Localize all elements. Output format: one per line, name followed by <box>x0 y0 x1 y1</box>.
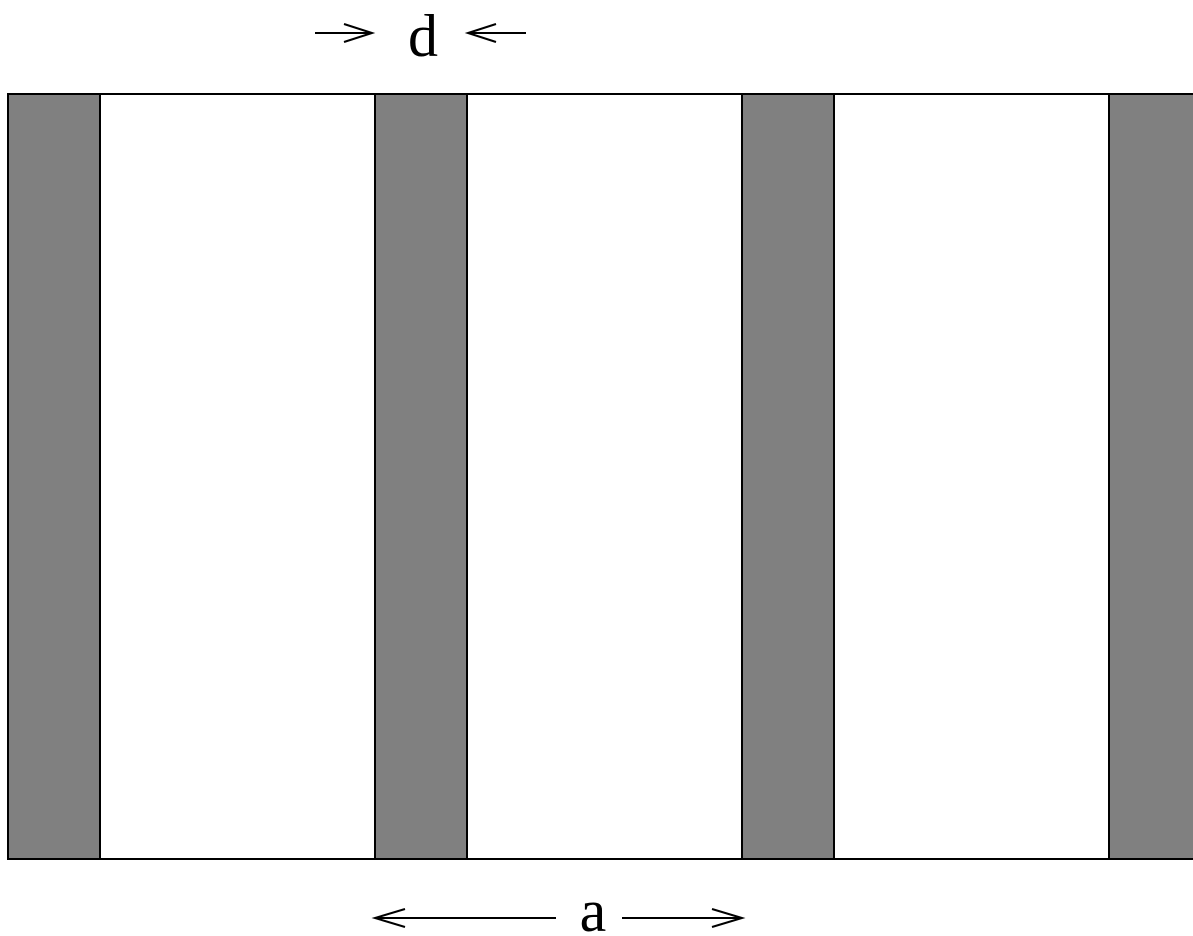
period-marker: a <box>371 878 746 936</box>
width-arrow-left-head <box>464 23 497 43</box>
strip-group <box>7 93 1193 860</box>
frame <box>7 93 1193 860</box>
strip-2 <box>374 93 468 860</box>
period-arrow-left-head <box>371 908 406 928</box>
strip-4 <box>1108 93 1193 860</box>
width-label: d <box>408 3 438 69</box>
width-arrow-right-head <box>343 23 376 43</box>
period-label: a <box>580 878 607 936</box>
strip-3 <box>741 93 835 860</box>
strip-1 <box>7 93 101 860</box>
period-arrow-right-head <box>711 908 746 928</box>
width-marker: d <box>315 3 526 69</box>
